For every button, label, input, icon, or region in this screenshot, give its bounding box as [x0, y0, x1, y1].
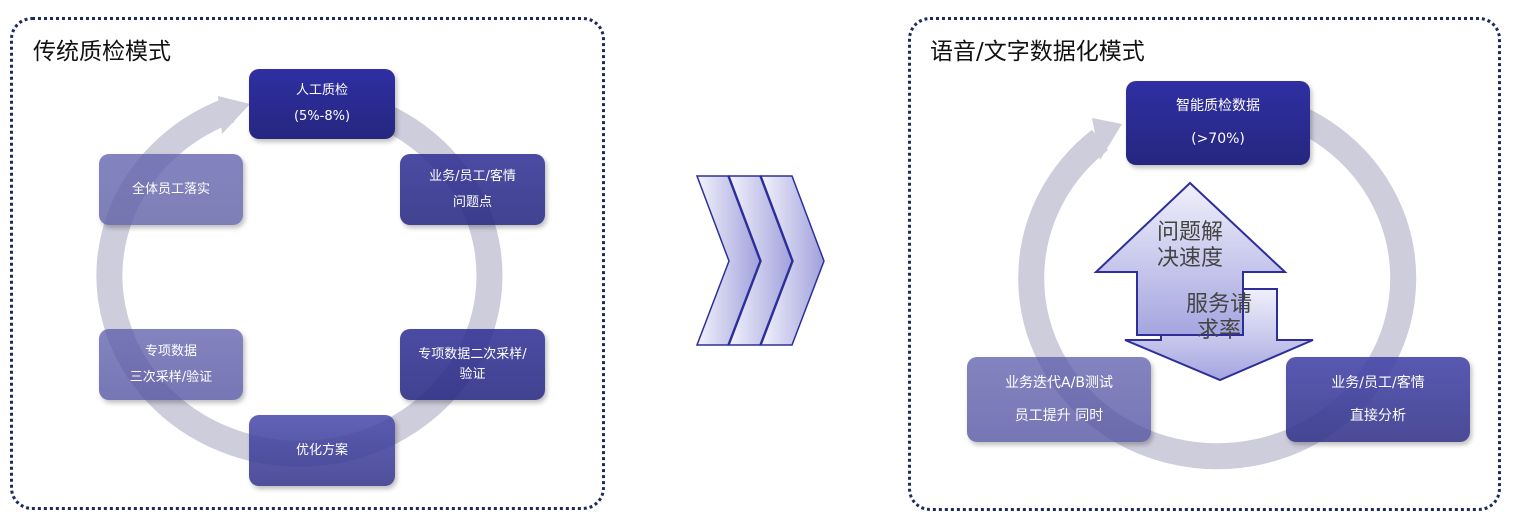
box-line: (>70%) [1191, 131, 1245, 147]
box-line: 三次采样/验证 [129, 369, 213, 385]
box-line: 业务迭代A/B测试 [1005, 374, 1113, 391]
box-line: 人工质检 [295, 83, 348, 99]
all-staff-box: 全体员工落实 [99, 154, 243, 225]
right-panel-title: 语音/文字数据化模式 [930, 39, 1145, 65]
second-sampling-box: 专项数据二次采样/ 验证 [400, 329, 545, 400]
box-line: 智能质检数据 [1176, 98, 1260, 115]
cycle-arrowhead-icon [218, 96, 250, 134]
box-line: 直接分析 [1350, 407, 1406, 424]
right-cycle-ring [1018, 92, 1417, 470]
box-line: 验证 [459, 366, 486, 382]
box-line: 问题点 [452, 194, 492, 210]
left-panel [10, 17, 605, 510]
ab-testing-box: 业务迭代A/B测试 员工提升 同时 [967, 357, 1151, 442]
box-line: 全体员工落实 [131, 181, 210, 197]
transition-chevrons-icon [695, 175, 825, 346]
arrow-label-line: 求率 [1196, 318, 1241, 344]
arrow-label-line: 问题解 [1156, 220, 1223, 245]
box-line: 业务/员工/客情 [429, 168, 516, 184]
smart-qc-data-box: 智能质检数据 (>70%) [1126, 81, 1310, 165]
up-arrow-label: 问题解 决速度 [1140, 220, 1240, 273]
box-line: 业务/员工/客情 [1331, 374, 1425, 391]
direct-analysis-box: 业务/员工/客情 直接分析 [1286, 357, 1470, 442]
box-line: 员工提升 同时 [1014, 407, 1104, 424]
box-line: 专项数据 [144, 343, 197, 359]
box-line: (5%-8%) [293, 109, 351, 124]
third-sampling-box: 专项数据 三次采样/验证 [99, 329, 243, 400]
down-arrow-label: 服务请 求率 [1169, 292, 1269, 345]
box-line: 专项数据二次采样/ [418, 346, 527, 362]
box-line: 优化方案 [295, 442, 348, 458]
arrow-label-line: 服务请 [1185, 292, 1252, 317]
left-panel-title: 传统质检模式 [33, 39, 171, 65]
manual-qc-box: 人工质检 (5%-8%) [249, 69, 395, 139]
arrow-label-line: 决速度 [1156, 246, 1223, 272]
issue-points-box: 业务/员工/客情 问题点 [400, 154, 545, 225]
cycle-arrowhead-icon [1092, 118, 1122, 160]
right-panel [908, 17, 1501, 511]
resolution-speed-up-arrow [1093, 181, 1288, 336]
optimization-plan-box: 优化方案 [249, 415, 395, 486]
